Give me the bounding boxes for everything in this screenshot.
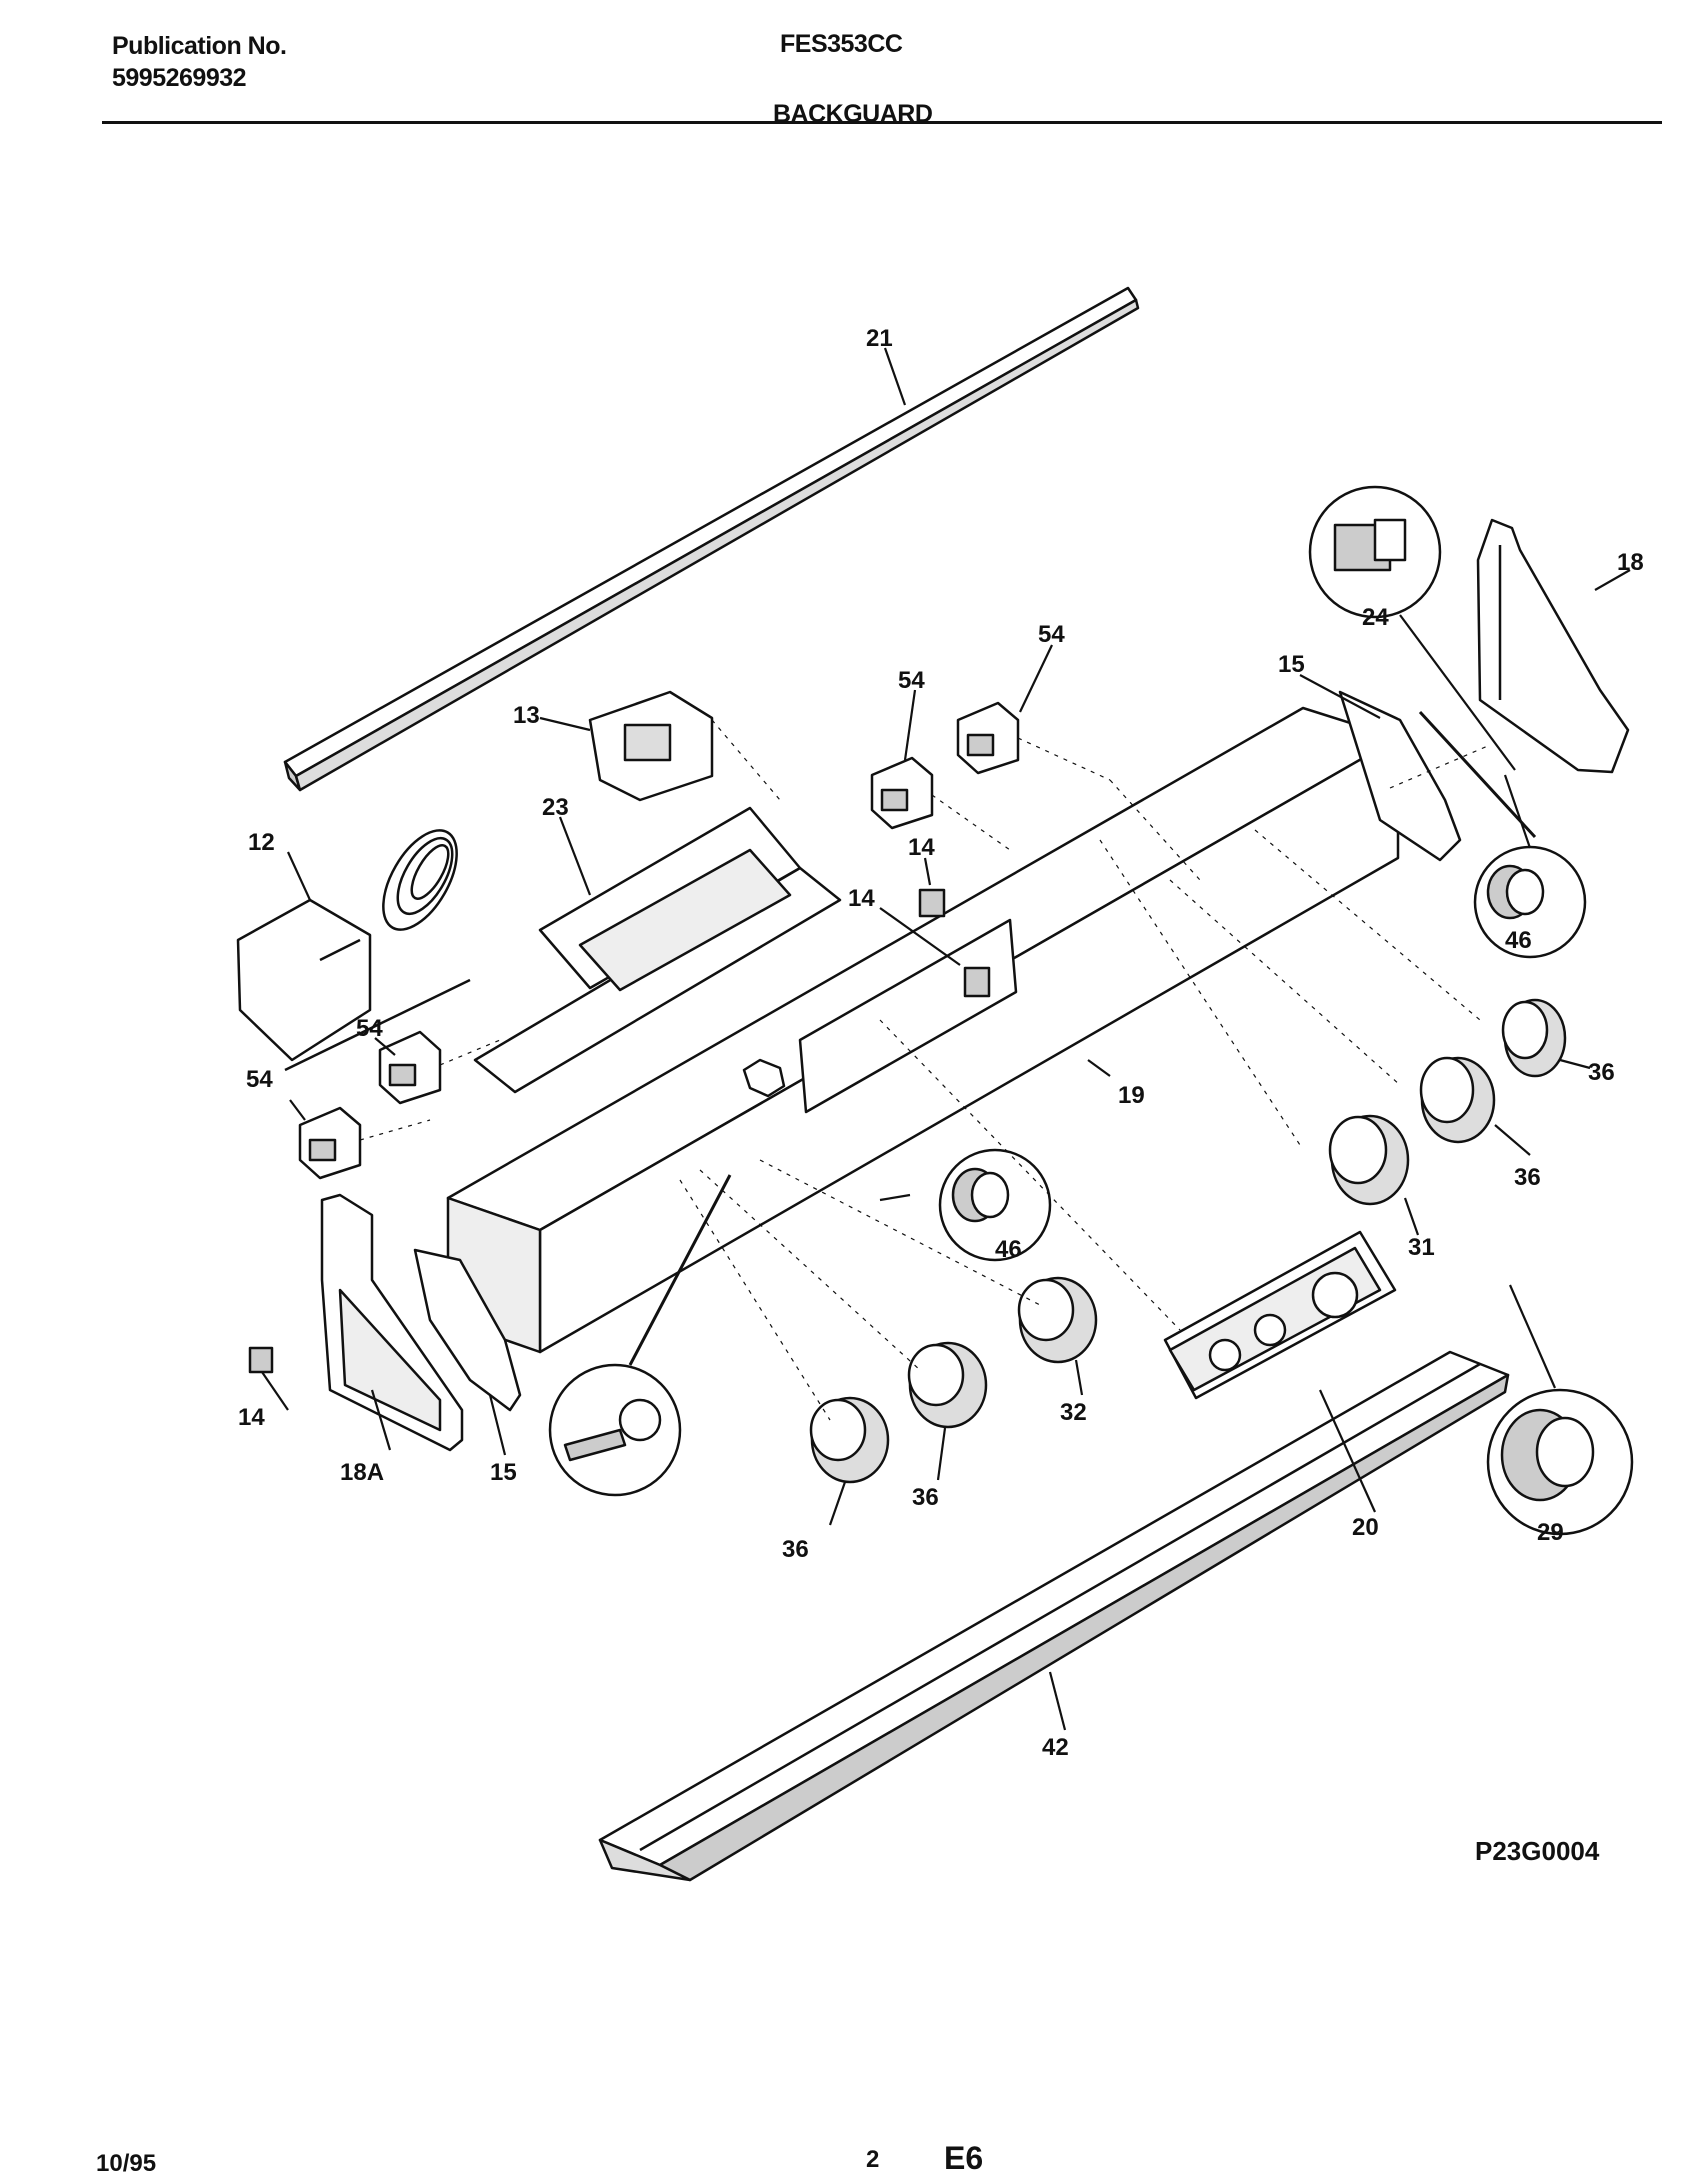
assembly-dash-lines — [359, 719, 1491, 1421]
callout-54-left-upper: 54 — [356, 1015, 383, 1042]
callout-20: 20 — [1352, 1514, 1379, 1541]
upper-bracket — [473, 806, 842, 1094]
callout-14-upper: 14 — [908, 834, 935, 861]
callout-15-right: 15 — [1278, 651, 1305, 678]
callout-36-lower-left: 36 — [782, 1536, 809, 1563]
part-18-right-end-cap — [1476, 518, 1630, 774]
detail-circle-46-lower — [938, 1148, 1052, 1262]
publication-label: Publication No. — [112, 32, 287, 60]
part-42-bottom-trim — [598, 1350, 1510, 1882]
part-14-clip-a — [918, 888, 946, 918]
knob-36-lower-middle — [907, 1341, 988, 1429]
callout-54-left-lower: 54 — [246, 1066, 273, 1093]
callout-32: 32 — [1060, 1399, 1087, 1426]
part-54-switch-a — [298, 1106, 362, 1180]
part-18a-left-end-cap — [320, 1193, 464, 1452]
main-backguard-panel — [446, 706, 1400, 1354]
drawing-number: P23G0004 — [1475, 1836, 1600, 1866]
callout-15-left: 15 — [490, 1459, 517, 1486]
callout-14-lower: 14 — [238, 1404, 265, 1431]
header-rule — [102, 121, 1662, 124]
callout-46-upper: 46 — [1505, 927, 1532, 954]
callout-13: 13 — [513, 702, 540, 729]
part-54-switch-b — [378, 1030, 442, 1105]
part-12-timer — [236, 829, 471, 1072]
part-13-switch — [588, 690, 714, 802]
knob-36-upper-right-1 — [1501, 998, 1567, 1078]
callout-54-upper-middle: 54 — [898, 667, 925, 694]
footer-page-number: 2 — [866, 2146, 880, 2173]
leader-lines — [261, 347, 1631, 1731]
part-15-left-bracket — [413, 1248, 522, 1412]
part-14-clip-b — [963, 966, 991, 998]
knob-32 — [1017, 1276, 1098, 1364]
callout-23: 23 — [542, 794, 569, 821]
top-trim-strip — [283, 286, 1140, 792]
detail-circle-24-indicator — [1308, 485, 1442, 619]
knob-36-lower-left — [809, 1396, 890, 1484]
callout-29: 29 — [1537, 1519, 1564, 1546]
callout-14-middle: 14 — [848, 885, 875, 912]
callout-21: 21 — [866, 325, 893, 352]
detail-circle-29-knob — [1486, 1388, 1634, 1536]
callout-19: 19 — [1118, 1082, 1145, 1109]
part-15-right-bracket — [1338, 690, 1462, 862]
callout-12: 12 — [248, 829, 275, 856]
publication-number: 5995269932 — [112, 64, 247, 92]
callout-18: 18 — [1617, 549, 1644, 576]
part-54-switch-d — [956, 701, 1020, 775]
knob-31 — [1328, 1114, 1410, 1206]
callout-54-upper-right: 54 — [1038, 621, 1065, 648]
callout-42: 42 — [1042, 1734, 1069, 1761]
detail-circle-46-upper — [1473, 845, 1587, 959]
part-20-control-panel — [1163, 1230, 1397, 1400]
callout-36-right: 36 — [1514, 1164, 1541, 1191]
knob-36-upper-right-2 — [1419, 1056, 1496, 1144]
model-number: FES353CC — [780, 30, 903, 58]
callout-46-lower: 46 — [995, 1236, 1022, 1263]
callout-24: 24 — [1362, 604, 1389, 631]
footer-date: 10/95 — [96, 2150, 157, 2177]
callout-36-lower-middle: 36 — [912, 1484, 939, 1511]
detail-circle-screw — [548, 1363, 682, 1497]
callout-36-far-right: 36 — [1588, 1059, 1615, 1086]
callout-31: 31 — [1408, 1234, 1435, 1261]
callout-18a: 18A — [340, 1459, 384, 1486]
part-54-switch-c — [870, 756, 934, 830]
footer-section-code: E6 — [944, 2140, 984, 2176]
part-14-clip-c — [248, 1346, 274, 1374]
